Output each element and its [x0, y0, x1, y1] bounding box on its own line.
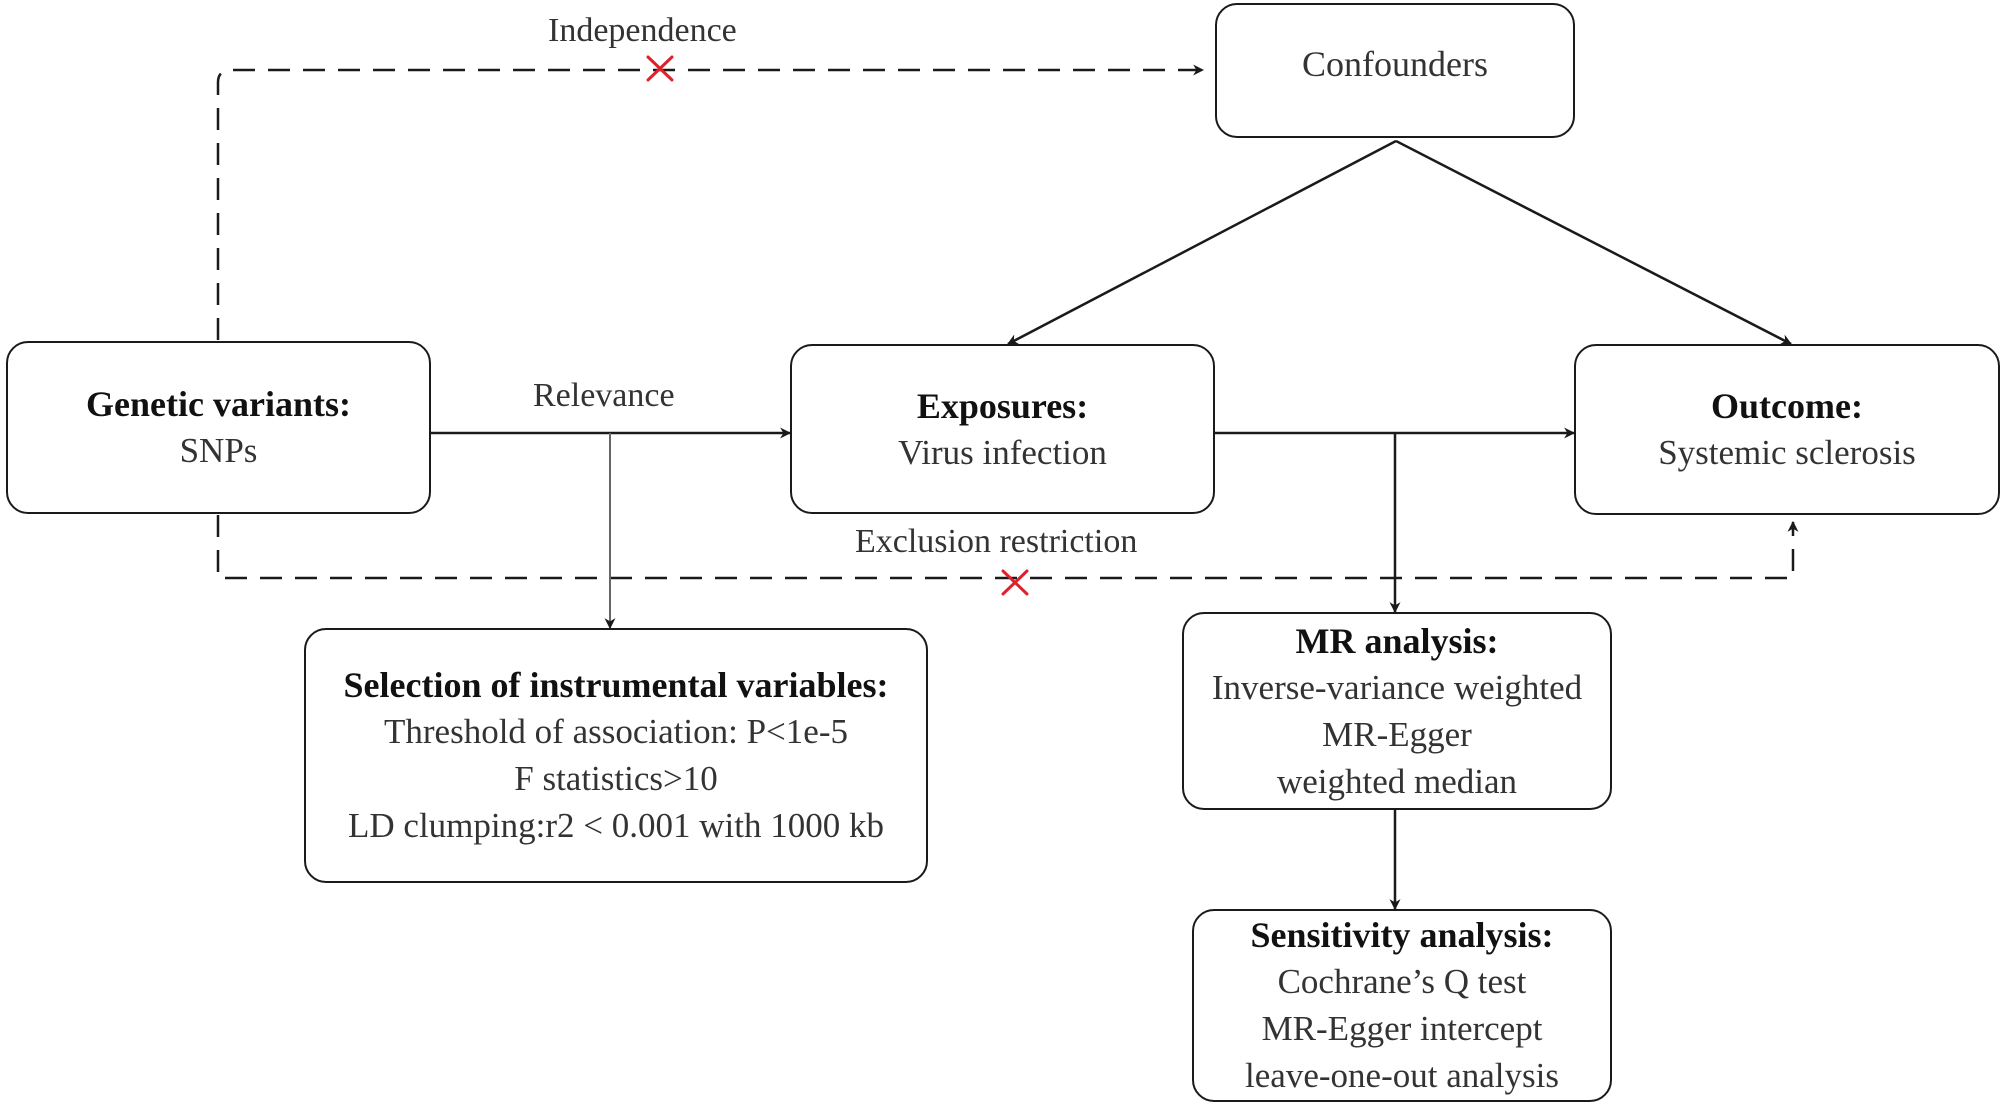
sensitivity-analysis-box: Sensitivity analysis: Cochrane’s Q test …	[1192, 909, 1612, 1102]
selection-threshold: Threshold of association: P<1e-5	[384, 712, 848, 751]
genetic-variants-detail: SNPs	[179, 431, 258, 470]
outcome-box: Outcome: Systemic sclerosis	[1574, 344, 2000, 515]
outcome-title: Outcome:	[1711, 386, 1863, 426]
mr-method-ivw: Inverse-variance weighted	[1211, 667, 1583, 707]
confounders-label: Confounders	[1302, 44, 1488, 84]
genetic-variants-box: Genetic variants: SNPs	[6, 341, 431, 514]
mr-method-median: weighted median	[1276, 761, 1518, 801]
selection-f-statistics: F statistics>10	[514, 759, 718, 798]
exposures-title: Exposures:	[916, 385, 1089, 426]
sensitivity-title: Sensitivity analysis:	[1250, 915, 1554, 955]
sensitivity-cochrane-q: Cochrane’s Q test	[1277, 962, 1527, 1001]
independence-edge	[216, 64, 1205, 340]
mr-analysis-title: MR analysis:	[1295, 620, 1499, 661]
exclusion-edge	[216, 515, 1799, 580]
selection-box: Selection of instrumental variables: Thr…	[304, 628, 928, 883]
relevance-label: Relevance	[533, 377, 675, 414]
confounders-box: Confounders	[1215, 3, 1575, 138]
confounders-exposures-edge	[1007, 139, 1397, 346]
exclusion-restriction-label: Exclusion restriction	[855, 523, 1138, 560]
confounders-outcome-edge	[1395, 139, 1792, 346]
sensitivity-leave-one-out: leave-one-out analysis	[1245, 1056, 1559, 1095]
selection-title: Selection of instrumental variables:	[343, 665, 889, 705]
genetic-variants-title: Genetic variants:	[86, 384, 351, 424]
mr-analysis-box: MR analysis: Inverse-variance weighted M…	[1182, 612, 1612, 810]
independence-cross-icon	[646, 55, 674, 82]
mr-method-egger: MR-Egger	[1322, 714, 1472, 754]
exclusion-cross-icon	[1001, 569, 1029, 596]
sensitivity-egger-intercept: MR-Egger intercept	[1261, 1009, 1543, 1048]
independence-label: Independence	[548, 12, 737, 49]
selection-ld-clumping: LD clumping:r2 < 0.001 with 1000 kb	[348, 806, 884, 845]
exposures-box: Exposures: Virus infection	[790, 344, 1215, 514]
exposures-detail: Virus infection	[898, 432, 1107, 472]
outcome-detail: Systemic sclerosis	[1658, 433, 1916, 472]
